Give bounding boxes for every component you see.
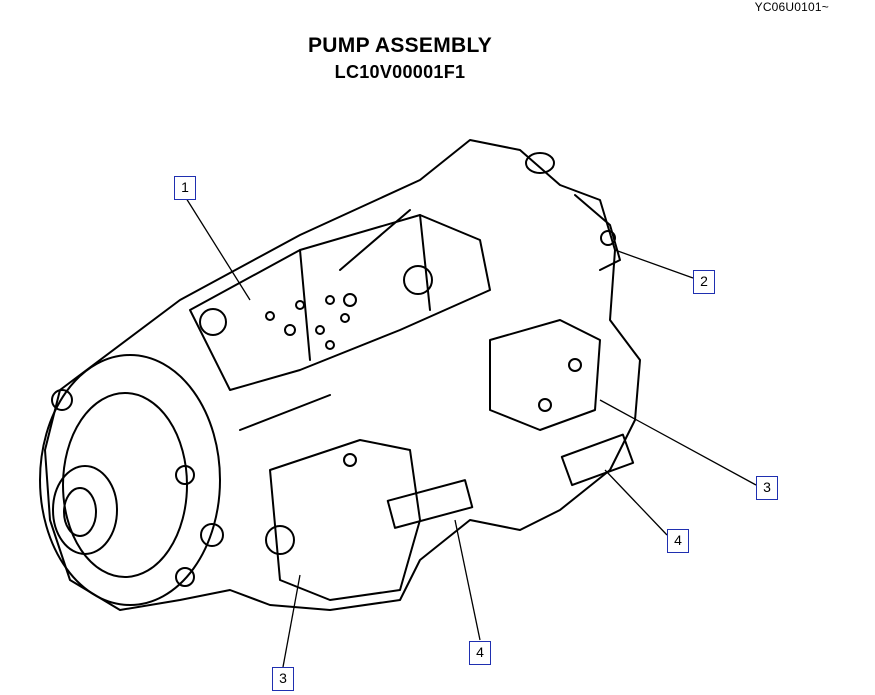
callout-4-bottom: 4: [469, 641, 491, 665]
callout-3-bottom: 3: [272, 667, 294, 691]
solenoid-valve-right: [560, 433, 635, 487]
callout-1: 1: [174, 176, 196, 200]
pump-housing-outline: [44, 139, 641, 611]
mounting-flange: [39, 354, 221, 606]
leader-line-4-right: [604, 469, 668, 536]
leader-line-3-bottom: [282, 574, 301, 668]
leader-line-2: [614, 249, 694, 279]
top-plate: [189, 214, 491, 391]
callout-3-right: 3: [756, 476, 778, 500]
leader-line-3-right: [599, 399, 757, 486]
solenoid-valve-center: [386, 479, 474, 529]
leader-line-4-bottom: [454, 519, 481, 641]
part-number: LC10V00001F1: [334, 62, 466, 82]
page-title: PUMP ASSEMBLY: [308, 34, 492, 57]
regulator-block: [489, 319, 601, 431]
leader-line-1: [185, 197, 251, 301]
spline-shaft: [52, 465, 118, 555]
document-reference: YC06U0101~: [754, 0, 829, 14]
callout-2: 2: [693, 270, 715, 294]
callout-4-right: 4: [667, 529, 689, 553]
lower-valve-body: [269, 439, 421, 601]
